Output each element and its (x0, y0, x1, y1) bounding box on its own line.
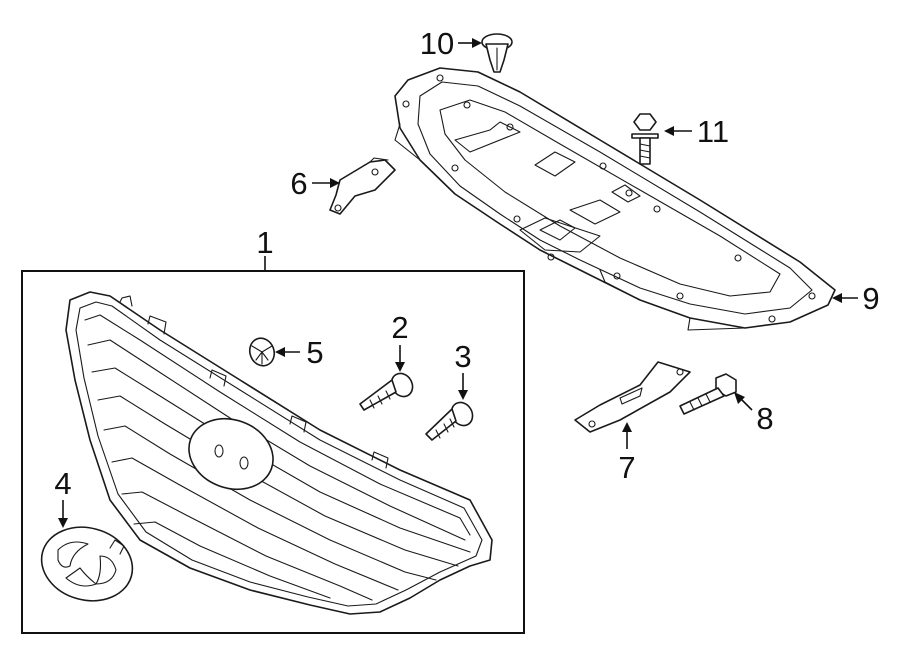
callout-3: 3 (454, 339, 471, 374)
leader-lines (58, 38, 858, 528)
callout-10: 10 (420, 26, 454, 61)
grille-assembly-frame (21, 270, 525, 634)
callout-6: 6 (290, 166, 307, 201)
callout-9: 9 (862, 281, 879, 316)
screw-icon (359, 372, 414, 411)
callout-8: 8 (756, 401, 773, 436)
bolt-icon (679, 373, 737, 415)
bolt-icon (631, 113, 659, 165)
push-pin-retainer-icon (481, 33, 513, 73)
screw-icon (425, 401, 474, 441)
bracket-icon (329, 157, 396, 215)
callout-1: 1 (256, 225, 273, 260)
callout-2: 2 (391, 310, 408, 345)
callout-5: 5 (306, 335, 323, 370)
emblem-icon (40, 526, 134, 602)
callout-labels: 1 2 3 4 5 6 7 8 9 10 11 (54, 26, 879, 501)
callout-4: 4 (54, 466, 71, 501)
grille-assembly-icon (65, 291, 493, 615)
callout-11: 11 (697, 114, 729, 149)
bracket-icon (574, 361, 691, 433)
radiator-support-cover-icon (394, 67, 836, 331)
clip-nut-icon (248, 337, 276, 367)
callout-7: 7 (618, 450, 635, 485)
